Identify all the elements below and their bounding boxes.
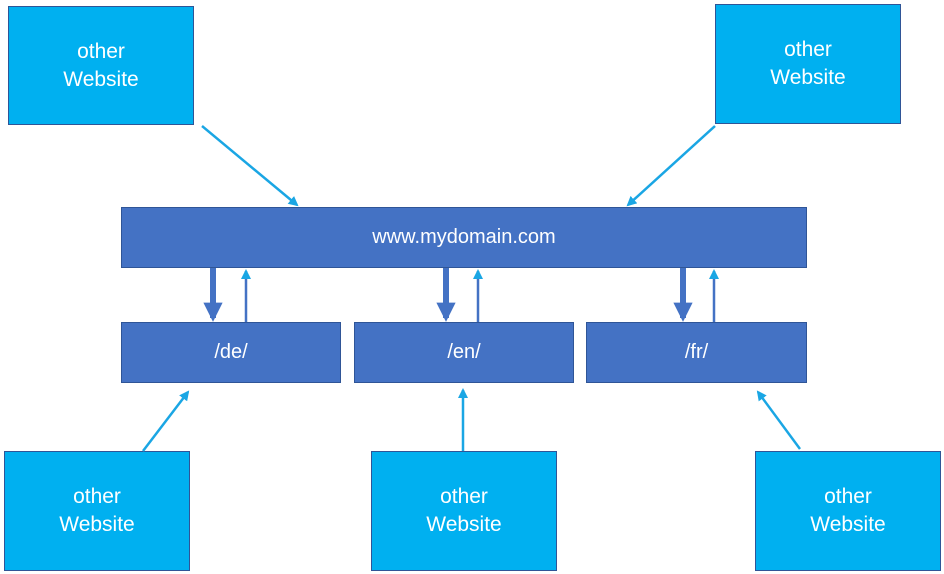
link-arrow-bottom-left-to-de xyxy=(142,390,190,452)
section-node-fr: /fr/ xyxy=(586,322,807,383)
external-website-line2: Website xyxy=(810,513,886,536)
domain-node: www.mydomain.com xyxy=(121,207,807,268)
external-website-line2: Website xyxy=(770,66,846,89)
external-website-top-left: other Website xyxy=(8,6,194,125)
external-website-line1: other xyxy=(73,485,121,508)
external-website-bottom-right: other Website xyxy=(755,451,941,571)
section-label: /de/ xyxy=(214,341,248,363)
external-website-line2: Website xyxy=(59,513,135,536)
section-node-en: /en/ xyxy=(354,322,574,383)
external-website-line1: other xyxy=(77,39,125,63)
link-arrow-top-right-to-domain xyxy=(626,125,716,207)
external-website-line1: other xyxy=(784,38,832,61)
external-website-line2: Website xyxy=(63,67,139,91)
link-arrow-bottom-right-to-fr xyxy=(756,390,802,450)
external-website-line1: other xyxy=(440,485,488,508)
external-website-bottom-left: other Website xyxy=(4,451,190,571)
domain-label: www.mydomain.com xyxy=(372,226,556,248)
section-node-de: /de/ xyxy=(121,322,341,383)
external-website-line2: Website xyxy=(426,513,502,536)
external-website-top-right: other Website xyxy=(715,4,901,124)
section-label: /fr/ xyxy=(684,341,709,363)
section-label: /en/ xyxy=(447,341,481,363)
link-arrow-top-left-to-domain xyxy=(201,125,299,207)
external-website-line1: other xyxy=(824,485,872,508)
external-website-bottom-center: other Website xyxy=(371,451,557,571)
